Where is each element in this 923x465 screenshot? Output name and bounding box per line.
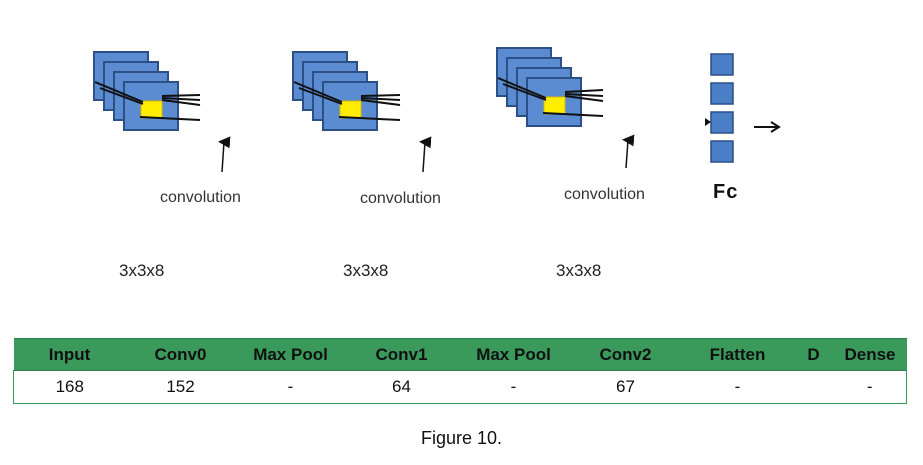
kernel-highlight [140, 100, 163, 119]
table-cell: 168 [13, 370, 126, 404]
fc-input-marker [705, 118, 711, 126]
layer-size-table: Input Conv0 Max Pool Conv1 Max Pool Conv… [13, 338, 907, 404]
table-header-row: Input Conv0 Max Pool Conv1 Max Pool Conv… [13, 338, 907, 371]
fc-node [710, 82, 734, 105]
stage-3-label: convolution [564, 186, 645, 203]
cnn-architecture-diagram: convolution convolution convolution Fc 3… [93, 47, 781, 280]
stage-1-label: convolution [160, 189, 241, 206]
header-cell: Dense [833, 338, 907, 371]
layer-table: Input Conv0 Max Pool Conv1 Max Pool Conv… [13, 338, 907, 404]
table-cell: - [457, 370, 570, 404]
table-cell: 67 [569, 370, 682, 404]
stage-2-dims: 3x3x8 [343, 261, 389, 280]
cnn-diagram-svg [93, 47, 781, 173]
conv-stage-2 [292, 51, 432, 173]
output-arrow-icon [754, 121, 781, 133]
header-cell: Input [13, 338, 126, 371]
kernel-highlight [543, 96, 566, 115]
stage-2-label: convolution [360, 190, 441, 207]
fc-node [710, 111, 734, 134]
arrow-up [622, 134, 635, 169]
fc-node [710, 140, 734, 163]
fc-label: Fc [713, 181, 739, 203]
header-cell: D [793, 338, 834, 371]
table-cell: - [235, 370, 346, 404]
header-cell: Conv2 [569, 338, 682, 371]
stage-1-dims: 3x3x8 [119, 261, 165, 280]
header-cell: Max Pool [457, 338, 570, 371]
arrow-up [218, 136, 231, 173]
table-cell [793, 370, 834, 404]
table-row: 168 152 - 64 - 67 - - [13, 370, 907, 404]
kernel-lines [497, 77, 604, 117]
conv-stage-1 [93, 51, 231, 173]
table-cell: - [681, 370, 794, 404]
kernel-lines [293, 81, 401, 121]
header-cell: Conv1 [345, 338, 458, 371]
table-cell: - [833, 370, 907, 404]
conv-stage-3 [496, 47, 635, 169]
fc-node [710, 53, 734, 76]
kernel-highlight [339, 100, 362, 119]
kernel-lines [94, 81, 201, 121]
header-cell: Conv0 [125, 338, 236, 371]
fc-layer [705, 53, 781, 163]
arrow-up [419, 136, 432, 173]
header-cell: Flatten [681, 338, 794, 371]
stage-3-dims: 3x3x8 [556, 261, 602, 280]
table-cell: 152 [125, 370, 236, 404]
figure-caption: Figure 10. [420, 428, 503, 448]
header-cell: Max Pool [235, 338, 346, 371]
table-cell: 64 [345, 370, 458, 404]
